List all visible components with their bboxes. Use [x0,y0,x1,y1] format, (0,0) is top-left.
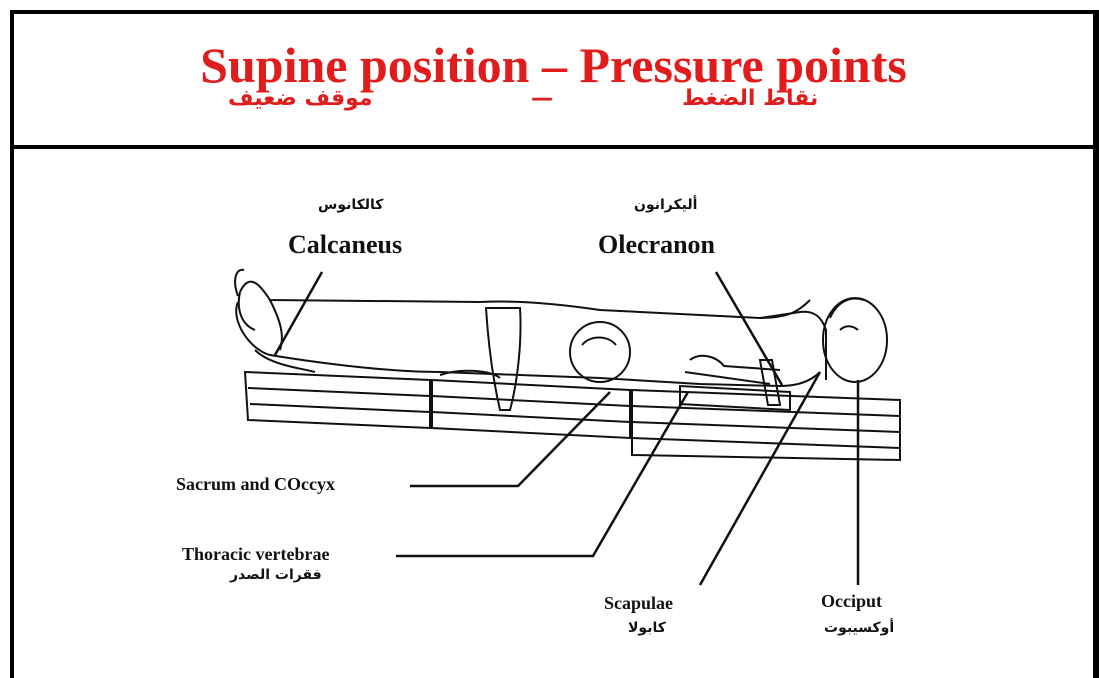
label-scapulae: Scapulae [604,593,673,614]
pointer-calcaneus [275,272,322,355]
label-scapulae-ar: كابولا [628,620,666,636]
label-sacrum: Sacrum and COccyx [176,474,335,495]
label-thoracic-ar: فقرات الصدر [230,567,322,583]
label-occiput: Occiput [821,591,882,612]
label-occiput-ar: أوكسيبوت [824,620,894,636]
pointer-lines [275,272,858,585]
label-thoracic: Thoracic vertebrae [182,544,329,565]
patient-body [235,270,887,410]
label-calcaneus-ar: كالكانوس [318,197,383,213]
label-olecranon: Olecranon [598,230,715,260]
operating-table [245,372,900,460]
pointer-scapulae [700,372,820,585]
label-olecranon-ar: أليكرانون [634,197,697,213]
label-calcaneus: Calcaneus [288,230,402,260]
